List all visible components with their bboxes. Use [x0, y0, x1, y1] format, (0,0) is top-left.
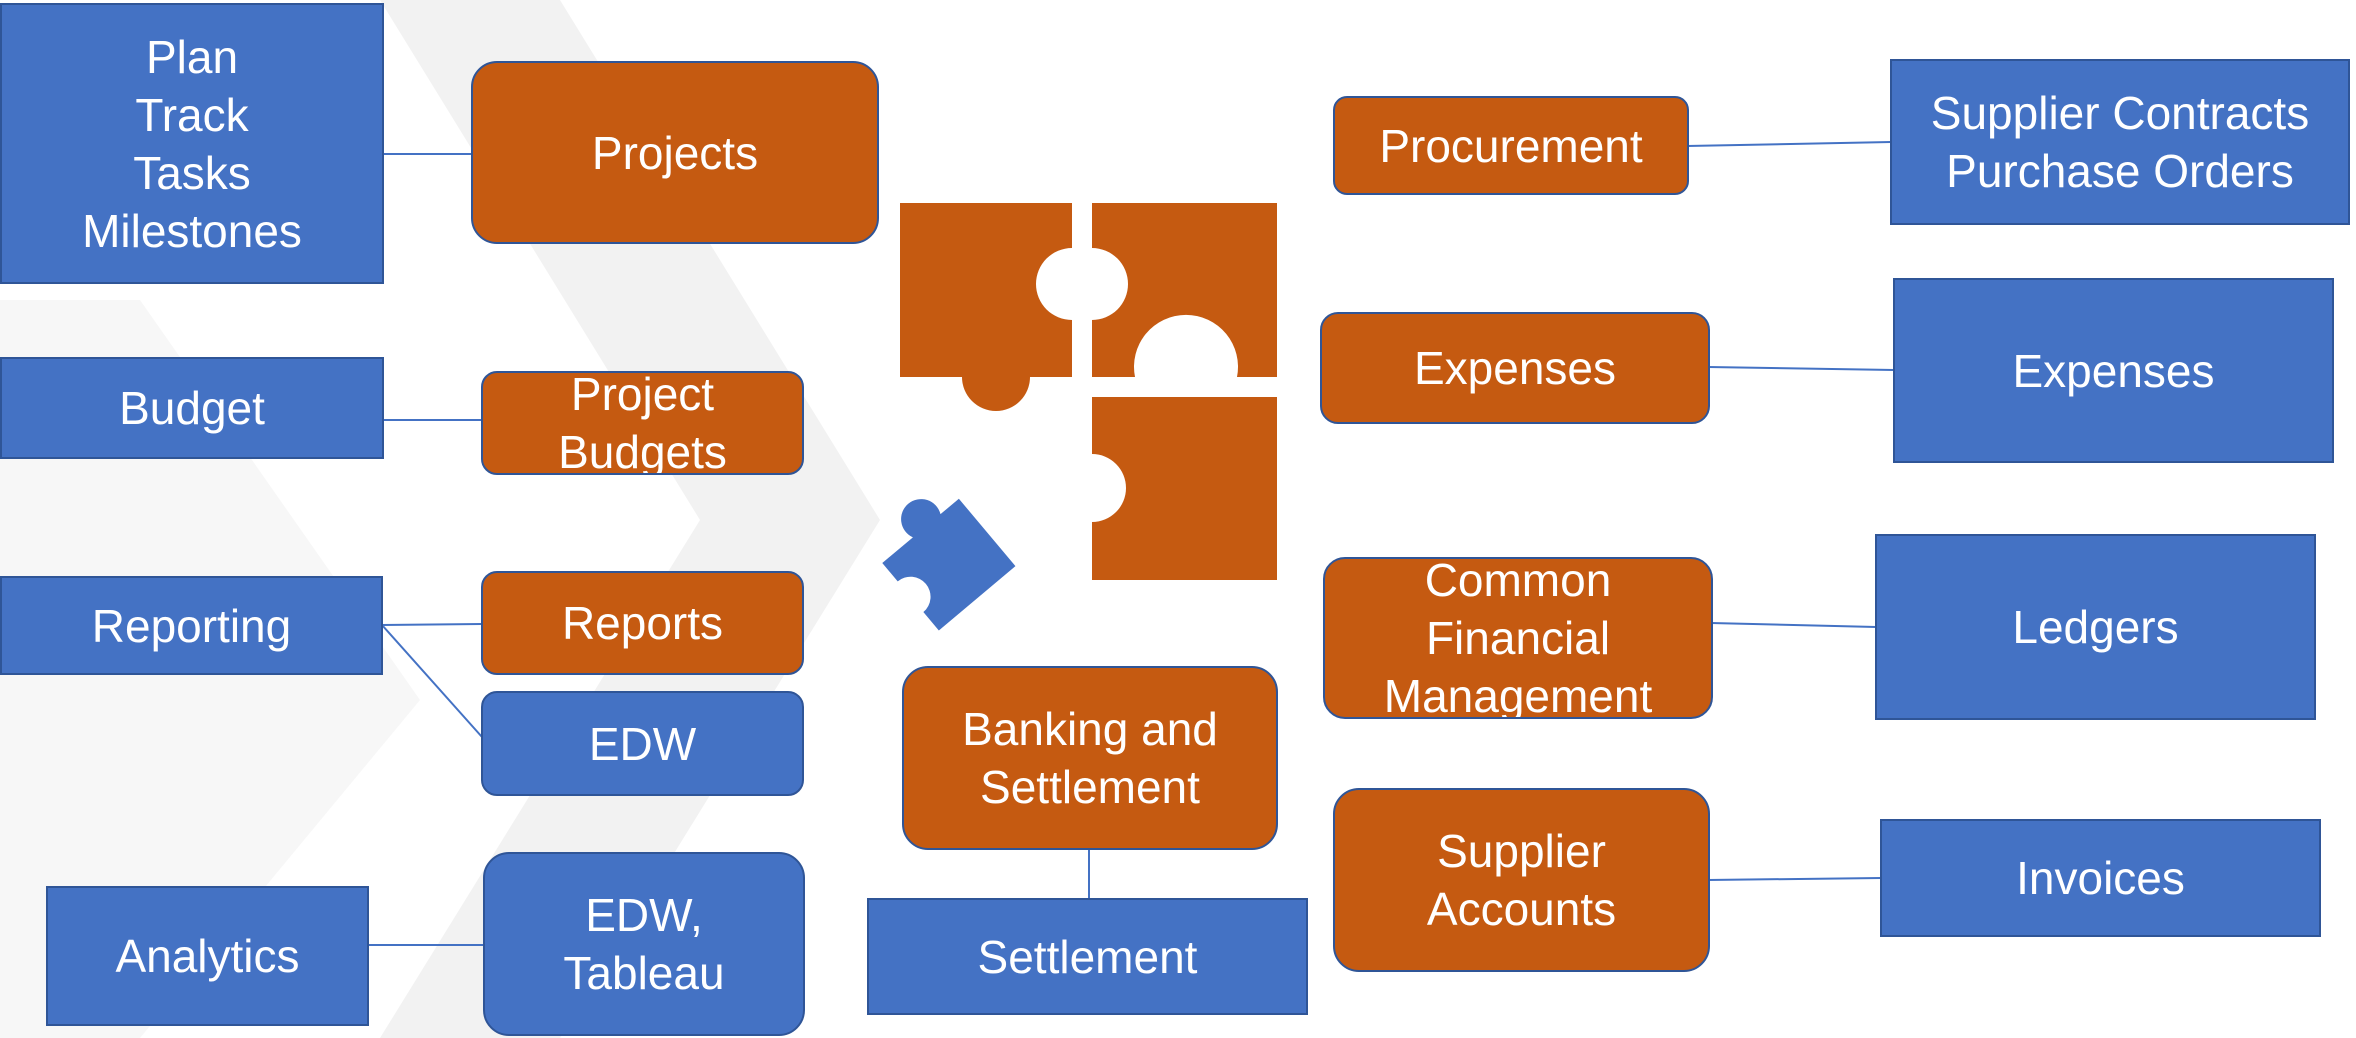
supplier-contracts-box: Supplier Contracts Purchase Orders [1890, 59, 2350, 225]
connector-common-ledgers [1710, 622, 1877, 628]
connector-supplier-invoices [1707, 877, 1882, 881]
puzzle-piece-top-right [1092, 203, 1277, 377]
puzzle-piece-top-left [900, 203, 1072, 411]
projects-box: Projects [471, 61, 879, 244]
puzzle-piece-blue [882, 498, 1016, 631]
connector-procurement-contracts [1686, 141, 1892, 147]
edw-tableau-box: EDW, Tableau [483, 852, 805, 1036]
project-budgets-box: Project Budgets [481, 371, 804, 475]
connector-expenses-expenses [1707, 366, 1895, 371]
settlement-box: Settlement [867, 898, 1308, 1015]
budget-box: Budget [0, 357, 384, 459]
invoices-box: Invoices [1880, 819, 2321, 937]
reporting-box: Reporting [0, 576, 383, 675]
analytics-box: Analytics [46, 886, 369, 1026]
connector-reporting-edw [381, 624, 483, 738]
plan-track-tasks-milestones-box: Plan Track Tasks Milestones [0, 3, 384, 284]
connector-reporting-reports [381, 623, 483, 626]
procurement-box: Procurement [1333, 96, 1689, 195]
reports-box: Reports [481, 571, 804, 675]
edw-box: EDW [481, 691, 804, 796]
expenses-box: Expenses [1893, 278, 2334, 463]
expenses-module-box: Expenses [1320, 312, 1710, 424]
ledgers-box: Ledgers [1875, 534, 2316, 720]
puzzle-piece-bottom-right [1092, 397, 1277, 580]
supplier-accounts-box: Supplier Accounts [1333, 788, 1710, 972]
common-financial-management-box: Common Financial Management [1323, 557, 1713, 719]
banking-settlement-box: Banking and Settlement [902, 666, 1278, 850]
